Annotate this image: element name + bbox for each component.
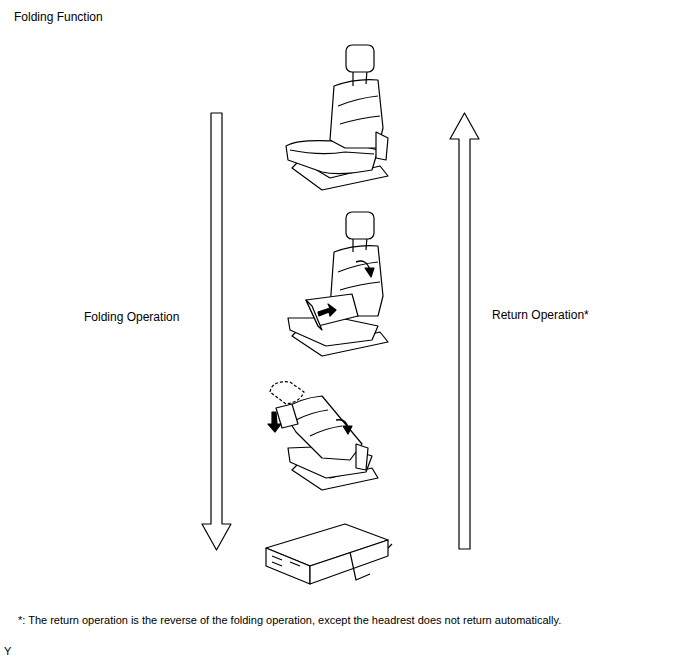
seat-folding-step-1 (288, 212, 388, 356)
folded-seat-rail (350, 544, 392, 580)
headrest-motion-arrow (268, 412, 281, 432)
seat-hinge (356, 444, 368, 470)
seat-hinge (376, 132, 388, 160)
cushion-motion-arrow (318, 304, 336, 316)
seat-backrest (330, 80, 383, 148)
seat-backrest-detail (338, 262, 380, 290)
footnote: *: The return operation is the reverse o… (18, 614, 561, 627)
seat-backrest-detail (338, 96, 380, 124)
return-arrow (450, 113, 479, 549)
seat-backrest-folding (282, 396, 362, 460)
folding-arrow (202, 113, 231, 550)
headrest (346, 212, 374, 239)
headrest-original-position (270, 382, 304, 404)
headrest (346, 45, 374, 72)
diagram-title: Folding Function (14, 11, 103, 25)
seat-backrest-detail (296, 410, 342, 436)
operation-label: Folding Operation (84, 311, 179, 325)
folded-seat-side (310, 540, 388, 584)
folded-seat-front (266, 548, 310, 584)
operation-label: Return Operation* (492, 309, 589, 323)
folded-seat-detail (272, 556, 300, 566)
seat-upright (286, 45, 388, 190)
seat-cushion-top (290, 150, 374, 154)
seat-folded-flat (266, 524, 392, 584)
seat-folding-step-2 (268, 382, 378, 490)
folding-motion-arrowhead (365, 268, 374, 277)
backrest-motion-arrowhead (343, 426, 352, 434)
figure-code: Y (4, 645, 11, 658)
